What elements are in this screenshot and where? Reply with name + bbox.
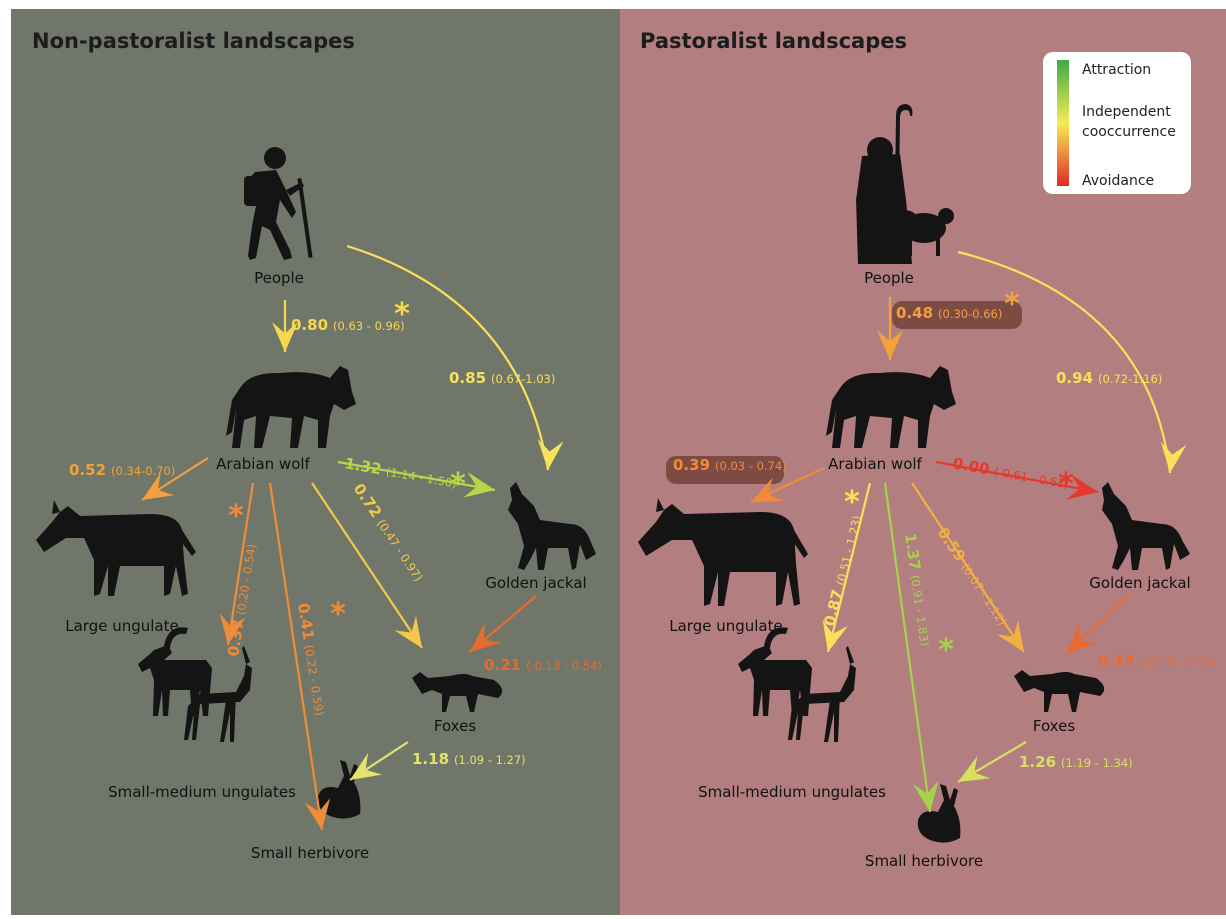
legend: Attraction Independent cooccurrence Avoi…	[1043, 52, 1191, 194]
legend-independent: Independent	[1082, 104, 1171, 120]
node-label-wolf: Arabian wolf	[828, 455, 922, 473]
legend-cooccurrence: cooccurrence	[1082, 124, 1176, 140]
legend-avoidance: Avoidance	[1082, 173, 1154, 189]
coefficient-interval: (0.03 - 0.74)	[715, 459, 787, 473]
coefficient-value: 0.48	[896, 304, 933, 322]
coefficient-value: 0.94	[1056, 369, 1093, 387]
coefficient-interval: (0.67-1.03)	[491, 372, 555, 386]
edge-coefficient-label: 0.17 (-0.13 - 0.46)	[1098, 652, 1216, 670]
node-label-small-medium-ungulates: Small-medium ungulates	[698, 783, 886, 801]
significance-asterisk-icon: *	[228, 499, 244, 534]
coefficient-value: 1.26	[1019, 753, 1056, 771]
legend-attraction: Attraction	[1082, 62, 1151, 78]
significance-asterisk-icon: *	[1004, 287, 1020, 322]
coefficient-value: 0.17	[1098, 652, 1135, 670]
node-label-wolf: Arabian wolf	[216, 455, 310, 473]
coefficient-value: 1.18	[412, 750, 449, 768]
panel-left-title: Non-pastoralist landscapes	[32, 29, 355, 53]
coefficient-interval: (1.09 - 1.27)	[454, 753, 526, 767]
significance-asterisk-icon: *	[844, 485, 860, 520]
edge-coefficient-label: 0.48 (0.30-0.66)	[896, 304, 1002, 322]
coefficient-value: 0.80	[291, 316, 328, 334]
significance-asterisk-icon: *	[1058, 467, 1074, 502]
coefficient-interval: (1.19 - 1.34)	[1061, 756, 1133, 770]
coefficient-value: 0.21	[484, 656, 521, 674]
node-label-people: People	[864, 269, 914, 287]
significance-asterisk-icon: *	[450, 467, 466, 502]
significance-asterisk-icon: *	[394, 297, 410, 332]
coefficient-interval: (0.34-0.70)	[111, 464, 175, 478]
coefficient-value: 0.39	[673, 456, 710, 474]
edge-coefficient-label: 0.52 (0.34-0.70)	[69, 461, 175, 479]
node-label-foxes: Foxes	[1033, 717, 1075, 735]
edge-coefficient-label: 0.39 (0.03 - 0.74)	[673, 456, 787, 474]
coefficient-interval: (-0.13 - 0.54)	[526, 659, 602, 673]
significance-asterisk-icon: *	[938, 633, 954, 668]
edge-coefficient-label: 0.94 (0.72-1.16)	[1056, 369, 1162, 387]
node-label-small-herbivore: Small herbivore	[865, 852, 983, 870]
node-label-people: People	[254, 269, 304, 287]
edge-coefficient-label: 0.21 (-0.13 - 0.54)	[484, 656, 602, 674]
coefficient-value: 0.85	[449, 369, 486, 387]
edge-coefficient-label: 1.26 (1.19 - 1.34)	[1019, 753, 1133, 771]
edge-coefficient-label: 0.85 (0.67-1.03)	[449, 369, 555, 387]
node-label-golden-jackal: Golden jackal	[485, 574, 586, 592]
edge-coefficient-label: 1.18 (1.09 - 1.27)	[412, 750, 526, 768]
coefficient-interval: (0.72-1.16)	[1098, 372, 1162, 386]
legend-color-bar	[1057, 60, 1069, 186]
node-label-small-herbivore: Small herbivore	[251, 844, 369, 862]
node-label-small-medium-ungulates: Small-medium ungulates	[108, 783, 296, 801]
edge-coefficient-label: 0.80(0.63 - 0.96)	[291, 316, 405, 334]
node-label-large-ungulate: Large ungulate	[65, 617, 178, 635]
coefficient-value: 0.52	[69, 461, 106, 479]
coefficient-interval: (0.30-0.66)	[938, 307, 1002, 321]
panel-right-title: Pastoralist landscapes	[640, 29, 907, 53]
node-label-large-ungulate: Large ungulate	[669, 617, 782, 635]
significance-asterisk-icon: *	[330, 597, 346, 632]
coefficient-interval: (-0.13 - 0.46)	[1140, 655, 1216, 669]
node-label-golden-jackal: Golden jackal	[1089, 574, 1190, 592]
node-label-foxes: Foxes	[434, 717, 476, 735]
